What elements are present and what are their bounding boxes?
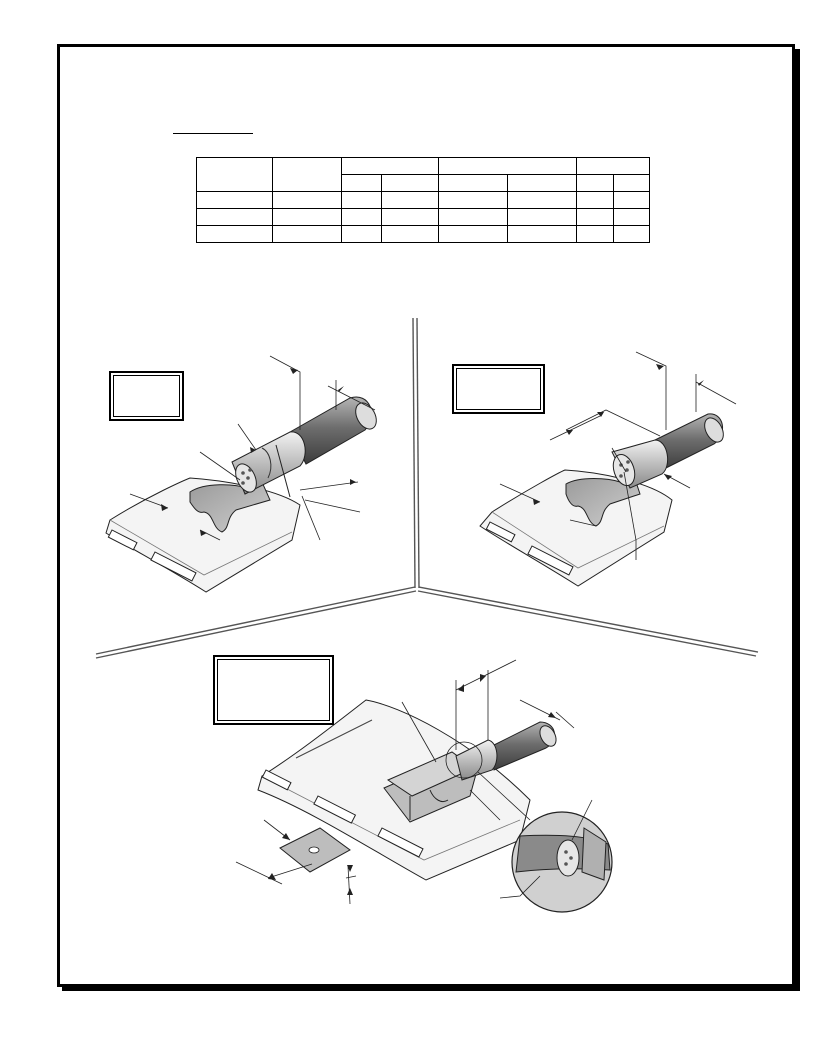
table-row [196, 208, 650, 226]
spec-table [196, 157, 650, 243]
ring-tongue-figure-left [105, 355, 377, 593]
spade-tongue [565, 475, 641, 527]
holder-slot [485, 521, 516, 543]
holder-slot [313, 795, 357, 824]
disconnect-figure-bottom [235, 659, 613, 913]
spade-tongue [189, 481, 271, 533]
figure-label-box-bottom [213, 655, 334, 725]
crimp-barrel [455, 739, 498, 781]
holder-slot [261, 769, 292, 791]
wire-end [539, 725, 557, 747]
holder-slot [527, 545, 574, 576]
figure-label-text [113, 375, 180, 417]
holder-slot [150, 551, 197, 582]
panel-divider [95, 317, 759, 659]
detail-magnifier [499, 799, 613, 913]
wire-end [704, 417, 724, 443]
table-row [196, 225, 650, 243]
holder-slot [377, 827, 424, 858]
table-row [196, 191, 650, 209]
figure-label-text [456, 368, 541, 410]
figure-label-text [217, 659, 330, 721]
holder-slot [107, 529, 138, 551]
page-title [173, 133, 253, 134]
figure-label-box-right [452, 364, 545, 414]
wire-strands-icon [556, 839, 580, 877]
wire-end [355, 402, 377, 430]
figure-label-box-left [109, 371, 184, 421]
table-cell [613, 225, 650, 243]
ring-tongue-figure-right [479, 351, 737, 587]
